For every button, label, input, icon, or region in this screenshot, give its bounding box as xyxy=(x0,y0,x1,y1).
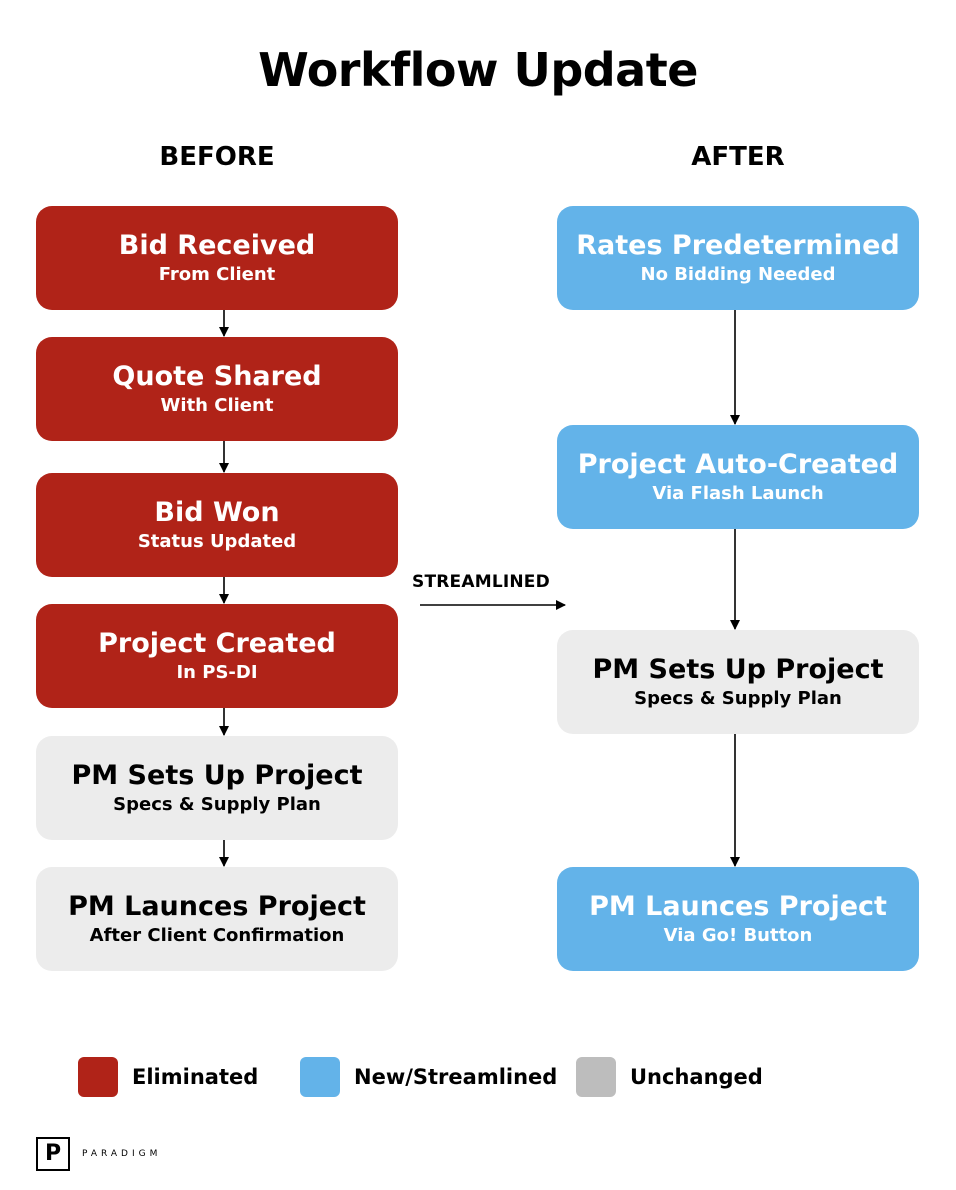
legend-label: Unchanged xyxy=(630,1065,763,1089)
legend-new-streamlined: New/Streamlined xyxy=(300,1057,557,1097)
legend-unchanged: Unchanged xyxy=(576,1057,763,1097)
logo-mark: P xyxy=(36,1137,70,1171)
step-title: PM Launces Project xyxy=(68,891,366,922)
step-subtitle: Specs & Supply Plan xyxy=(113,794,321,815)
streamlined-label: STREAMLINED xyxy=(412,572,550,592)
legend-label: New/Streamlined xyxy=(354,1065,558,1089)
before-step-quote-shared: Quote Shared With Client xyxy=(36,337,398,441)
before-step-project-created: Project Created In PS-DI xyxy=(36,604,398,708)
step-subtitle: No Bidding Needed xyxy=(640,264,836,285)
step-subtitle: Via Flash Launch xyxy=(652,483,824,504)
step-title: PM Sets Up Project xyxy=(592,654,884,685)
after-step-rates-predetermined: Rates Predetermined No Bidding Needed xyxy=(557,206,919,310)
step-title: PM Sets Up Project xyxy=(71,760,363,791)
step-subtitle: With Client xyxy=(160,395,274,416)
after-step-project-auto-created: Project Auto-Created Via Flash Launch xyxy=(557,425,919,529)
step-title: Project Created xyxy=(98,628,336,659)
after-heading: AFTER xyxy=(691,142,785,172)
step-subtitle: Status Updated xyxy=(137,531,297,552)
step-subtitle: Specs & Supply Plan xyxy=(634,688,842,709)
step-title: Rates Predetermined xyxy=(576,230,900,261)
step-subtitle: From Client xyxy=(158,264,276,285)
step-subtitle: After Client Confirmation xyxy=(89,925,345,946)
after-step-pm-sets-up: PM Sets Up Project Specs & Supply Plan xyxy=(557,630,919,734)
logo-name: PARADIGM xyxy=(82,1149,162,1159)
step-title: Quote Shared xyxy=(112,361,322,392)
legend-swatch-eliminated xyxy=(78,1057,118,1097)
legend-label: Eliminated xyxy=(132,1065,259,1089)
after-step-pm-launches: PM Launces Project Via Go! Button xyxy=(557,867,919,971)
before-step-bid-received: Bid Received From Client xyxy=(36,206,398,310)
step-subtitle: Via Go! Button xyxy=(663,925,813,946)
page-title: Workflow Update xyxy=(258,43,698,97)
legend-swatch-unchanged xyxy=(576,1057,616,1097)
step-title: Bid Won xyxy=(154,497,280,528)
legend-eliminated: Eliminated xyxy=(78,1057,258,1097)
step-title: Bid Received xyxy=(118,230,316,261)
step-subtitle: In PS-DI xyxy=(176,662,258,683)
paradigm-logo: P PARADIGM xyxy=(36,1137,161,1171)
before-step-pm-sets-up: PM Sets Up Project Specs & Supply Plan xyxy=(36,736,398,840)
step-title: Project Auto-Created xyxy=(577,449,899,480)
before-heading: BEFORE xyxy=(159,142,275,172)
before-step-pm-launches: PM Launces Project After Client Confirma… xyxy=(36,867,398,971)
legend-swatch-new-streamlined xyxy=(300,1057,340,1097)
before-step-bid-won: Bid Won Status Updated xyxy=(36,473,398,577)
step-title: PM Launces Project xyxy=(589,891,887,922)
